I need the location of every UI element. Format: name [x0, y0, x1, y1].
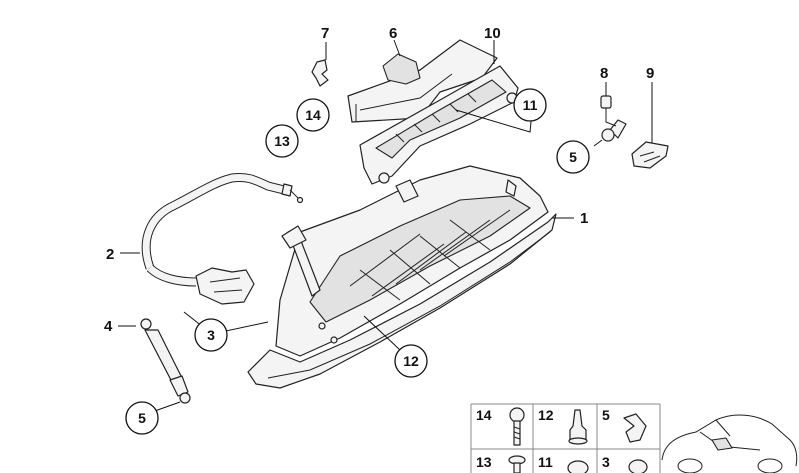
- svg-text:14: 14: [305, 107, 321, 123]
- svg-text:3: 3: [207, 327, 215, 343]
- label-6: 6: [389, 25, 397, 42]
- svg-text:13: 13: [274, 133, 290, 149]
- svg-text:5: 5: [569, 149, 577, 165]
- callout-12: 12: [394, 344, 428, 378]
- plug-12-icon: [568, 409, 588, 445]
- part-8-pin: [593, 82, 627, 147]
- part-12-leader: [363, 315, 401, 351]
- callout-5-top: 5: [556, 140, 590, 174]
- label-9: 9: [646, 65, 654, 82]
- legend-num-5: 5: [602, 407, 610, 423]
- label-8: 8: [600, 65, 608, 82]
- vehicle-silhouette-icon: [661, 414, 798, 473]
- part-7-clip: [311, 42, 329, 87]
- callout-13: 13: [265, 124, 299, 158]
- clip-5-icon: [623, 413, 647, 443]
- label-7: 7: [321, 25, 329, 42]
- legend-num-14: 14: [476, 407, 492, 423]
- small-parts-legend: 14 12 5 13 11 3: [470, 403, 798, 473]
- label-1: 1: [580, 210, 588, 227]
- grommet-11-icon: [567, 460, 589, 473]
- cap-3-icon: [628, 459, 648, 473]
- part-4-strut: [118, 318, 191, 413]
- screw-13-icon: [508, 455, 526, 473]
- part-6-cover: [347, 39, 498, 123]
- legend-num-12: 12: [538, 407, 554, 423]
- svg-text:12: 12: [403, 353, 419, 369]
- legend-num-3: 3: [602, 454, 610, 470]
- label-2: 2: [106, 246, 114, 263]
- svg-text:11: 11: [523, 97, 538, 113]
- legend-num-11: 11: [538, 454, 553, 470]
- part-9-latch: [631, 82, 669, 169]
- part-1-glovebox: [247, 165, 574, 389]
- svg-text:5: 5: [138, 410, 146, 426]
- label-4: 4: [104, 318, 113, 335]
- callout-5-bottom: 5: [125, 401, 159, 435]
- part-10-frame: [359, 40, 519, 185]
- screw-14-icon: [509, 407, 525, 446]
- label-10: 10: [484, 25, 501, 42]
- callout-14: 14: [296, 98, 330, 132]
- callout-11: 11: [513, 88, 547, 122]
- callout-3: 3: [194, 318, 228, 352]
- part-2-cable: [120, 173, 304, 305]
- legend-num-13: 13: [476, 454, 492, 470]
